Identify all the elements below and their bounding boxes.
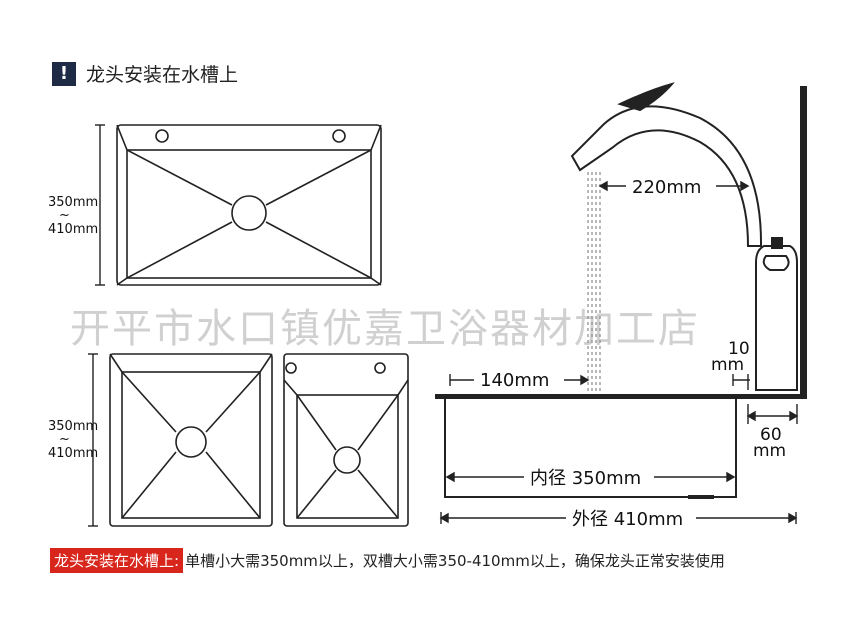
faucet-handle-cap [762, 255, 790, 271]
faucet-spout-tip [617, 82, 675, 112]
footer-note: 龙头安装在水槽上: 单槽小大需350mm以上，双槽大小需350-410mm以上，… [50, 548, 725, 573]
single-sink-tap-hole-right [332, 129, 346, 143]
inner-label: 内径 350mm [530, 468, 641, 489]
single-sink-drain [231, 195, 267, 231]
single-sink-dimension [95, 124, 105, 286]
base-60-unit: mm [753, 441, 786, 461]
wall [800, 86, 807, 398]
sink-basin-section [444, 399, 737, 498]
base-60-number: 60 [760, 425, 782, 445]
double-sink-large-drain [175, 426, 207, 458]
header: ! 龙头安装在水槽上 [52, 60, 238, 87]
water-stream [587, 172, 601, 392]
faucet [570, 82, 798, 391]
double-sink-large-basin [121, 371, 261, 519]
faucet-base [755, 245, 798, 391]
inner-dimension [445, 471, 736, 483]
single-range-top: 350mm [48, 195, 98, 210]
reach-label: 220mm [632, 177, 701, 198]
single-sink-outer [116, 124, 382, 286]
page-title: 龙头安装在水槽上 [86, 64, 239, 86]
gap-10-dimension [732, 374, 750, 390]
double-range-bottom: 410mm [48, 446, 98, 461]
double-sink-small-basin [296, 394, 399, 519]
double-range-top: 350mm [48, 419, 98, 434]
footer-text: 单槽小大需350mm以上，双槽大小需350-410mm以上，确保龙头正常安装使用 [185, 552, 725, 570]
countertop [435, 394, 807, 399]
single-sink-tap-hole-left [155, 129, 169, 143]
base-60-dimension [746, 404, 799, 424]
double-sink-small-outer [283, 353, 409, 527]
reach-dimension [598, 180, 750, 192]
double-sink-tap-hole-left [285, 362, 297, 374]
offset-140-label: 140mm [480, 370, 549, 391]
double-sink-dimension [88, 353, 98, 527]
watermark: 开平市水口镇优嘉卫浴器材加工店 [70, 306, 700, 352]
gap-10-number: 10 [728, 339, 750, 359]
outer-label: 外径 410mm [572, 509, 683, 530]
double-range-tilde: ~ [59, 432, 70, 447]
double-sink-large-outer [109, 353, 273, 527]
single-sink-basin [126, 149, 372, 279]
offset-140-dimension [449, 374, 590, 386]
gap-10-unit: mm [711, 355, 744, 375]
faucet-spout [570, 105, 763, 247]
single-sink [116, 124, 382, 286]
footer-tag: 龙头安装在水槽上: [50, 548, 184, 573]
warning-icon: ! [52, 61, 76, 86]
outer-dimension [439, 512, 798, 524]
single-range-bottom: 410mm [48, 222, 98, 237]
double-sink-small-drain [333, 446, 361, 474]
single-range-tilde: ~ [59, 208, 70, 223]
double-sink-tap-hole-right [374, 362, 386, 374]
faucet-handle [771, 237, 783, 249]
double-sink [109, 353, 409, 527]
